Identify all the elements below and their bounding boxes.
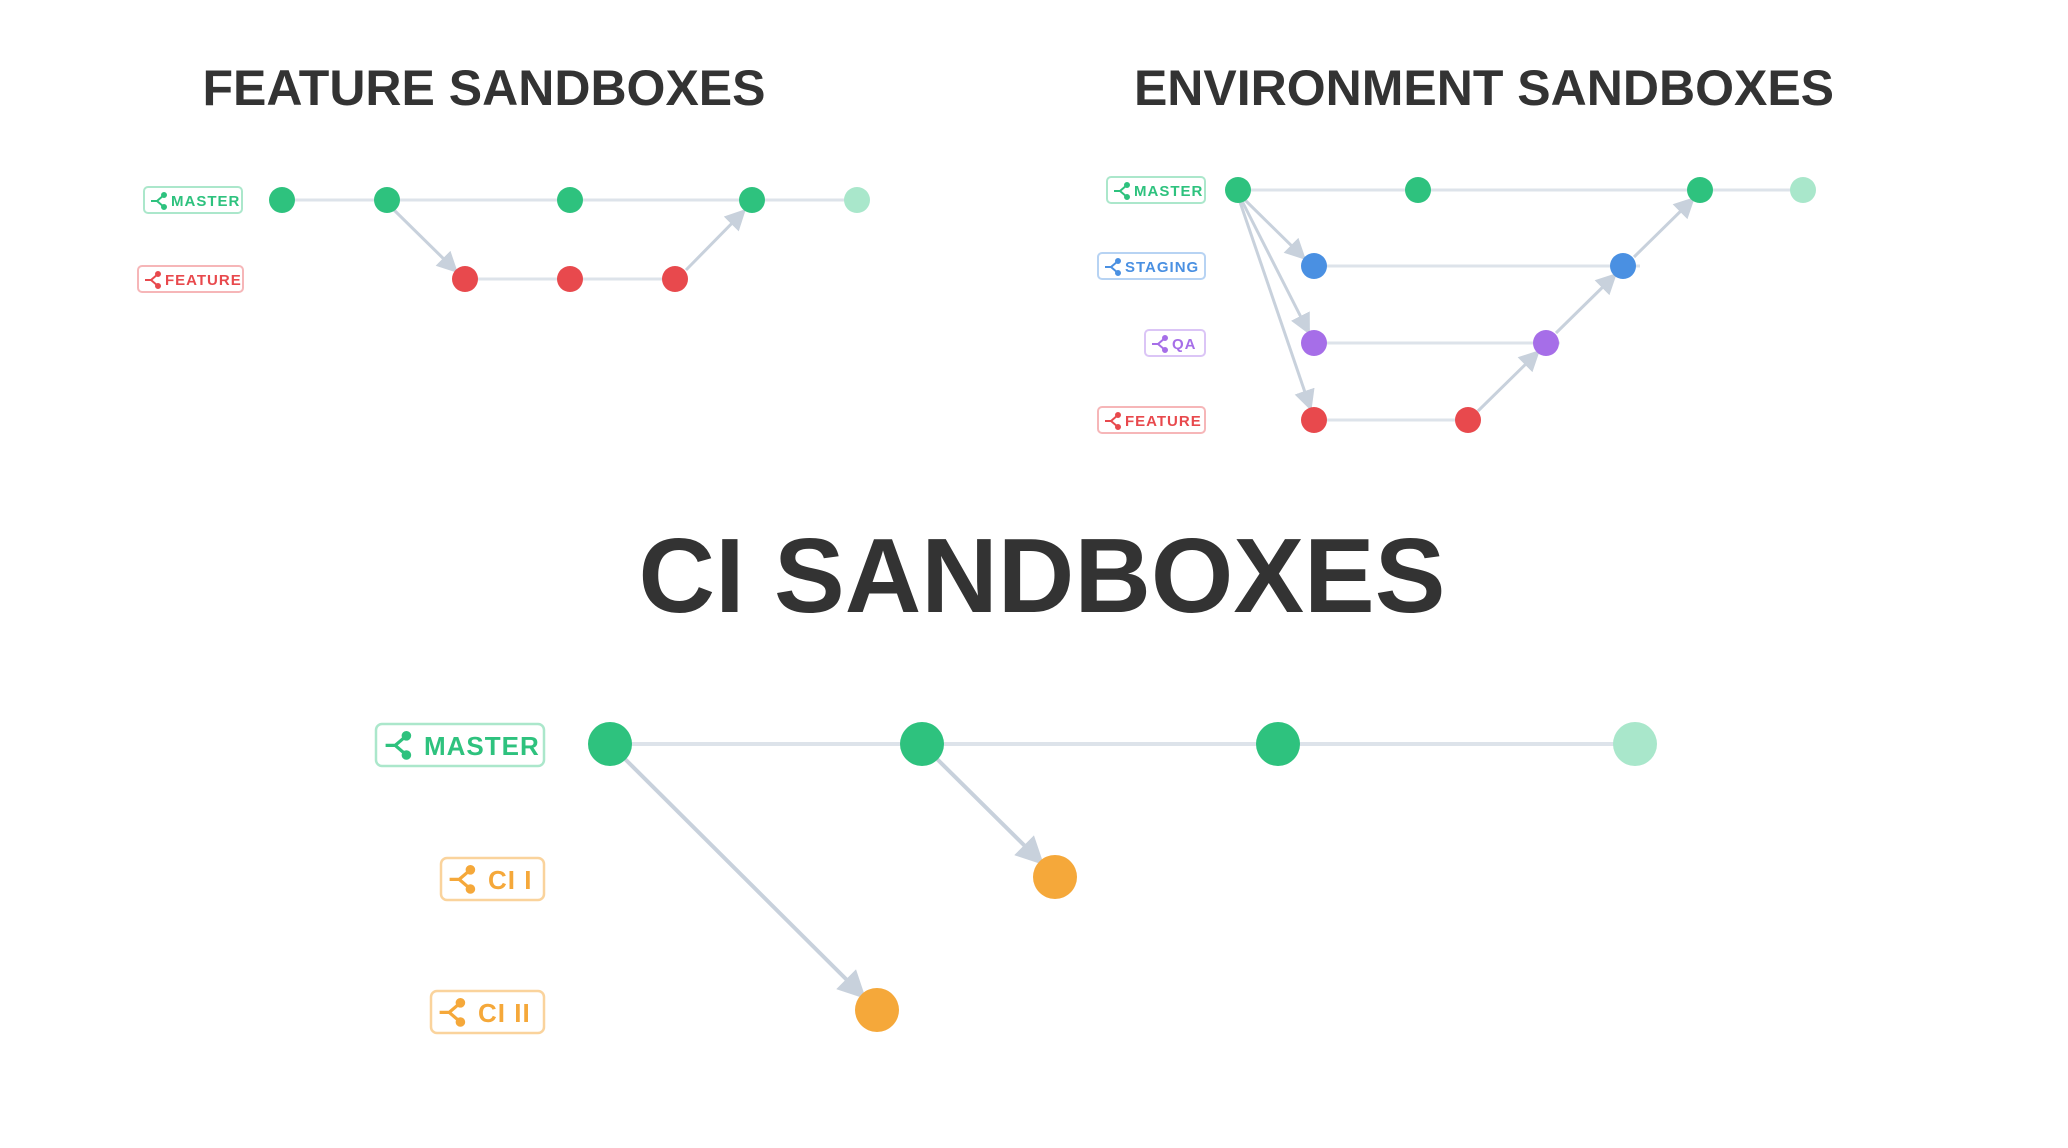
feature-sandboxes-panel: FEATURE SANDBOXES MASTER FEATURE	[137, 60, 915, 293]
commit-node	[269, 187, 295, 213]
feature-merge-arrow	[684, 209, 746, 272]
commit-node	[739, 187, 765, 213]
env-staging-label: STAGING	[1125, 259, 1199, 276]
env-qa-label: QA	[1172, 336, 1197, 353]
ci-master-label: MASTER	[424, 731, 540, 761]
ci-ci2-tag: CI II	[429, 989, 546, 1035]
feature-branch-arrow	[392, 208, 458, 273]
branch-icon	[439, 998, 466, 1027]
commit-node	[452, 266, 478, 292]
env-promote-arrow-master	[1632, 197, 1695, 259]
commit-node	[1225, 177, 1251, 203]
env-master-label: MASTER	[1134, 183, 1203, 200]
commit-node-faded	[844, 187, 870, 213]
branch-icon	[151, 192, 167, 210]
commit-node	[1610, 253, 1636, 279]
environment-sandboxes-title: ENVIRONMENT SANDBOXES	[1134, 60, 1834, 116]
ci-ci2-label: CI II	[478, 998, 531, 1028]
env-feature-tag: FEATURE	[1097, 406, 1206, 434]
branch-icon	[385, 731, 412, 760]
ci-sandboxes-title: CI SANDBOXES	[639, 517, 1446, 635]
env-branch-arrow-feature	[1238, 201, 1315, 411]
commit-node	[1455, 407, 1481, 433]
feature-sandboxes-title: FEATURE SANDBOXES	[202, 60, 765, 116]
ci-ci1-tag: CI I	[439, 856, 546, 902]
commit-node	[1033, 855, 1077, 899]
ci-branch-arrow-ci2	[622, 756, 866, 999]
feature-master-label: MASTER	[171, 193, 240, 210]
branch-icon	[145, 271, 161, 289]
environment-sandboxes-panel: ENVIRONMENT SANDBOXES MASTER	[1097, 60, 1870, 434]
env-promote-arrow-qa	[1476, 350, 1540, 413]
ci-branch-arrow-ci1	[934, 756, 1044, 865]
commit-node	[557, 187, 583, 213]
commit-node	[557, 266, 583, 292]
env-feature-label: FEATURE	[1125, 413, 1202, 430]
ci-master-tag: MASTER	[374, 722, 546, 768]
branch-icon	[1105, 412, 1121, 430]
commit-node-faded	[1613, 722, 1657, 766]
commit-node	[588, 722, 632, 766]
commit-node	[1256, 722, 1300, 766]
commit-node	[374, 187, 400, 213]
feature-feature-label: FEATURE	[165, 272, 242, 289]
env-master-tag: MASTER	[1106, 176, 1206, 204]
env-branch-arrow-qa	[1240, 200, 1310, 335]
commit-node	[1301, 407, 1327, 433]
env-staging-tag: STAGING	[1097, 252, 1206, 280]
env-qa-tag: QA	[1144, 329, 1206, 357]
commit-node	[1301, 330, 1327, 356]
feature-master-tag: MASTER	[143, 186, 243, 214]
branch-icon	[1152, 335, 1168, 353]
env-promote-arrow-staging	[1554, 273, 1617, 335]
ci-sandboxes-panel: CI SANDBOXES MASTER CI I CI II	[374, 517, 1710, 1035]
branch-icon	[1105, 258, 1121, 276]
commit-node	[1405, 177, 1431, 203]
branch-icon	[449, 865, 476, 894]
commit-node	[900, 722, 944, 766]
feature-feature-tag: FEATURE	[137, 265, 244, 293]
branch-icon	[1114, 182, 1130, 200]
env-branch-arrow-staging	[1242, 197, 1306, 260]
commit-node	[1687, 177, 1713, 203]
commit-node	[662, 266, 688, 292]
commit-node-faded	[1790, 177, 1816, 203]
commit-node	[1301, 253, 1327, 279]
commit-node	[855, 988, 899, 1032]
ci-ci1-label: CI I	[488, 865, 532, 895]
commit-node	[1533, 330, 1559, 356]
